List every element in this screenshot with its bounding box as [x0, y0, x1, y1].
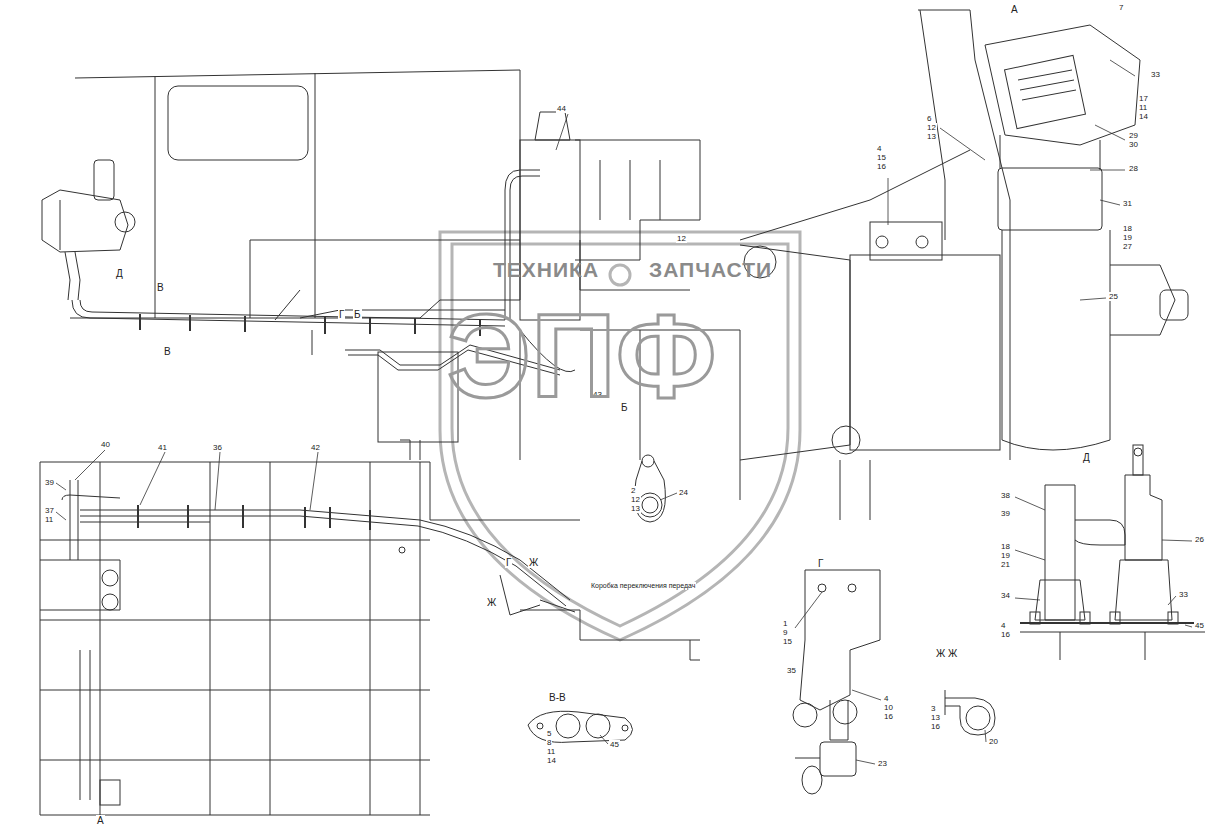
callout-number: 11 — [546, 747, 556, 756]
callout-number: 38 — [1000, 491, 1011, 500]
callout-number: 18 — [1000, 542, 1011, 551]
section-letter: Д — [1082, 452, 1091, 463]
callout-number: 45 — [609, 740, 620, 749]
callout-number: 40 — [100, 440, 111, 449]
callout-number: 33 — [1178, 590, 1189, 599]
callout-number: 14 — [1138, 112, 1149, 121]
engine-block — [400, 112, 740, 460]
callout-number: 36 — [212, 443, 223, 452]
callout-number: 13 — [926, 132, 937, 141]
tank-assembly — [740, 10, 1188, 520]
callout-number: 25 — [1108, 292, 1119, 301]
callout-number: 29 — [1128, 131, 1139, 140]
callout-number: 33 — [1150, 70, 1161, 79]
callout-number: 44 — [556, 104, 567, 113]
cab-outline — [70, 70, 520, 320]
callout-number: 30 — [1128, 140, 1139, 149]
watermark: ЭПФ — [446, 296, 717, 416]
pipe-run-lower — [62, 480, 575, 615]
callout-number: 18 — [1122, 224, 1133, 233]
callout-number: 13 — [930, 713, 941, 722]
callout-number: 34 — [1000, 591, 1011, 600]
callout-number: 31 — [1122, 199, 1133, 208]
callout-number: 3 — [930, 704, 936, 713]
callout-number: 1 — [782, 619, 788, 628]
section-letter: Г — [338, 309, 345, 320]
callout-number: 41 — [157, 443, 168, 452]
clamp-section — [528, 711, 633, 742]
callout-number: 20 — [988, 737, 999, 746]
watermark-shield — [440, 232, 800, 640]
callout-number: 11 — [44, 515, 54, 524]
callout-number: 4 — [1000, 621, 1006, 630]
callout-number: 2 — [630, 486, 636, 495]
leader-line — [56, 60, 1192, 764]
callout-number: 39 — [44, 478, 55, 487]
callout-number: 15 — [782, 637, 793, 646]
callout-number: 39 — [1000, 509, 1011, 518]
callout-number: 16 — [1000, 630, 1011, 639]
watermark: ТЕХНИКА — [492, 258, 600, 282]
callout-number: 16 — [876, 162, 887, 171]
callout-number: 12 — [630, 495, 641, 504]
callout-number: 24 — [678, 488, 689, 497]
section-letter: Д — [115, 268, 124, 279]
frame-plan — [40, 462, 700, 815]
section-letter: А — [1010, 4, 1019, 15]
section-letter: Г — [817, 558, 824, 569]
callout-number: 4 — [876, 144, 882, 153]
section-letter: В — [156, 282, 165, 293]
callout-number: 5 — [546, 729, 552, 738]
callout-number: 21 — [1000, 560, 1011, 569]
callout-number: 8 — [546, 738, 552, 747]
callout-number: 19 — [1122, 233, 1133, 242]
section-letter: В — [163, 346, 172, 357]
callout-number: 12 — [676, 234, 687, 243]
callout-number: 4 — [883, 694, 889, 703]
callout-number: 17 — [1138, 94, 1149, 103]
callout-number: 35 — [786, 666, 797, 675]
section-letter: Ж Ж — [935, 648, 958, 659]
callout-number: 27 — [1122, 242, 1133, 251]
bracket-section — [793, 570, 880, 794]
callout-number: 11 — [1138, 103, 1148, 112]
callout-number: 37 — [44, 506, 55, 515]
callout-number: 7 — [1118, 3, 1124, 12]
note-text: Коробка переключения передач — [590, 582, 696, 590]
section-letter: Б — [353, 309, 362, 320]
air-dryer — [42, 160, 135, 300]
callout-number: 28 — [1128, 164, 1139, 173]
callout-number: 45 — [1194, 621, 1205, 630]
section-letter: А — [96, 815, 105, 826]
watermark: ЗАПЧАСТИ — [648, 258, 773, 282]
callout-number: 19 — [1000, 551, 1011, 560]
callout-number: 23 — [877, 759, 888, 768]
section-letter: В-В — [548, 692, 567, 703]
callout-number: 16 — [930, 722, 941, 731]
callout-number: 16 — [883, 712, 894, 721]
callout-number: 15 — [876, 153, 887, 162]
section-letter: Ж — [486, 597, 497, 608]
section-letter: Ж — [528, 557, 539, 568]
callout-number: 13 — [630, 504, 641, 513]
section-letter: Г — [505, 557, 512, 568]
clamp-section — [945, 690, 995, 735]
callout-number: 12 — [926, 123, 937, 132]
callout-number: 6 — [926, 114, 932, 123]
callout-number: 42 — [310, 443, 321, 452]
valve-fittings — [1020, 445, 1205, 660]
callout-number: 14 — [546, 756, 557, 765]
callout-number: 9 — [782, 628, 788, 637]
callout-number: 10 — [883, 703, 894, 712]
callout-number: 26 — [1194, 535, 1205, 544]
